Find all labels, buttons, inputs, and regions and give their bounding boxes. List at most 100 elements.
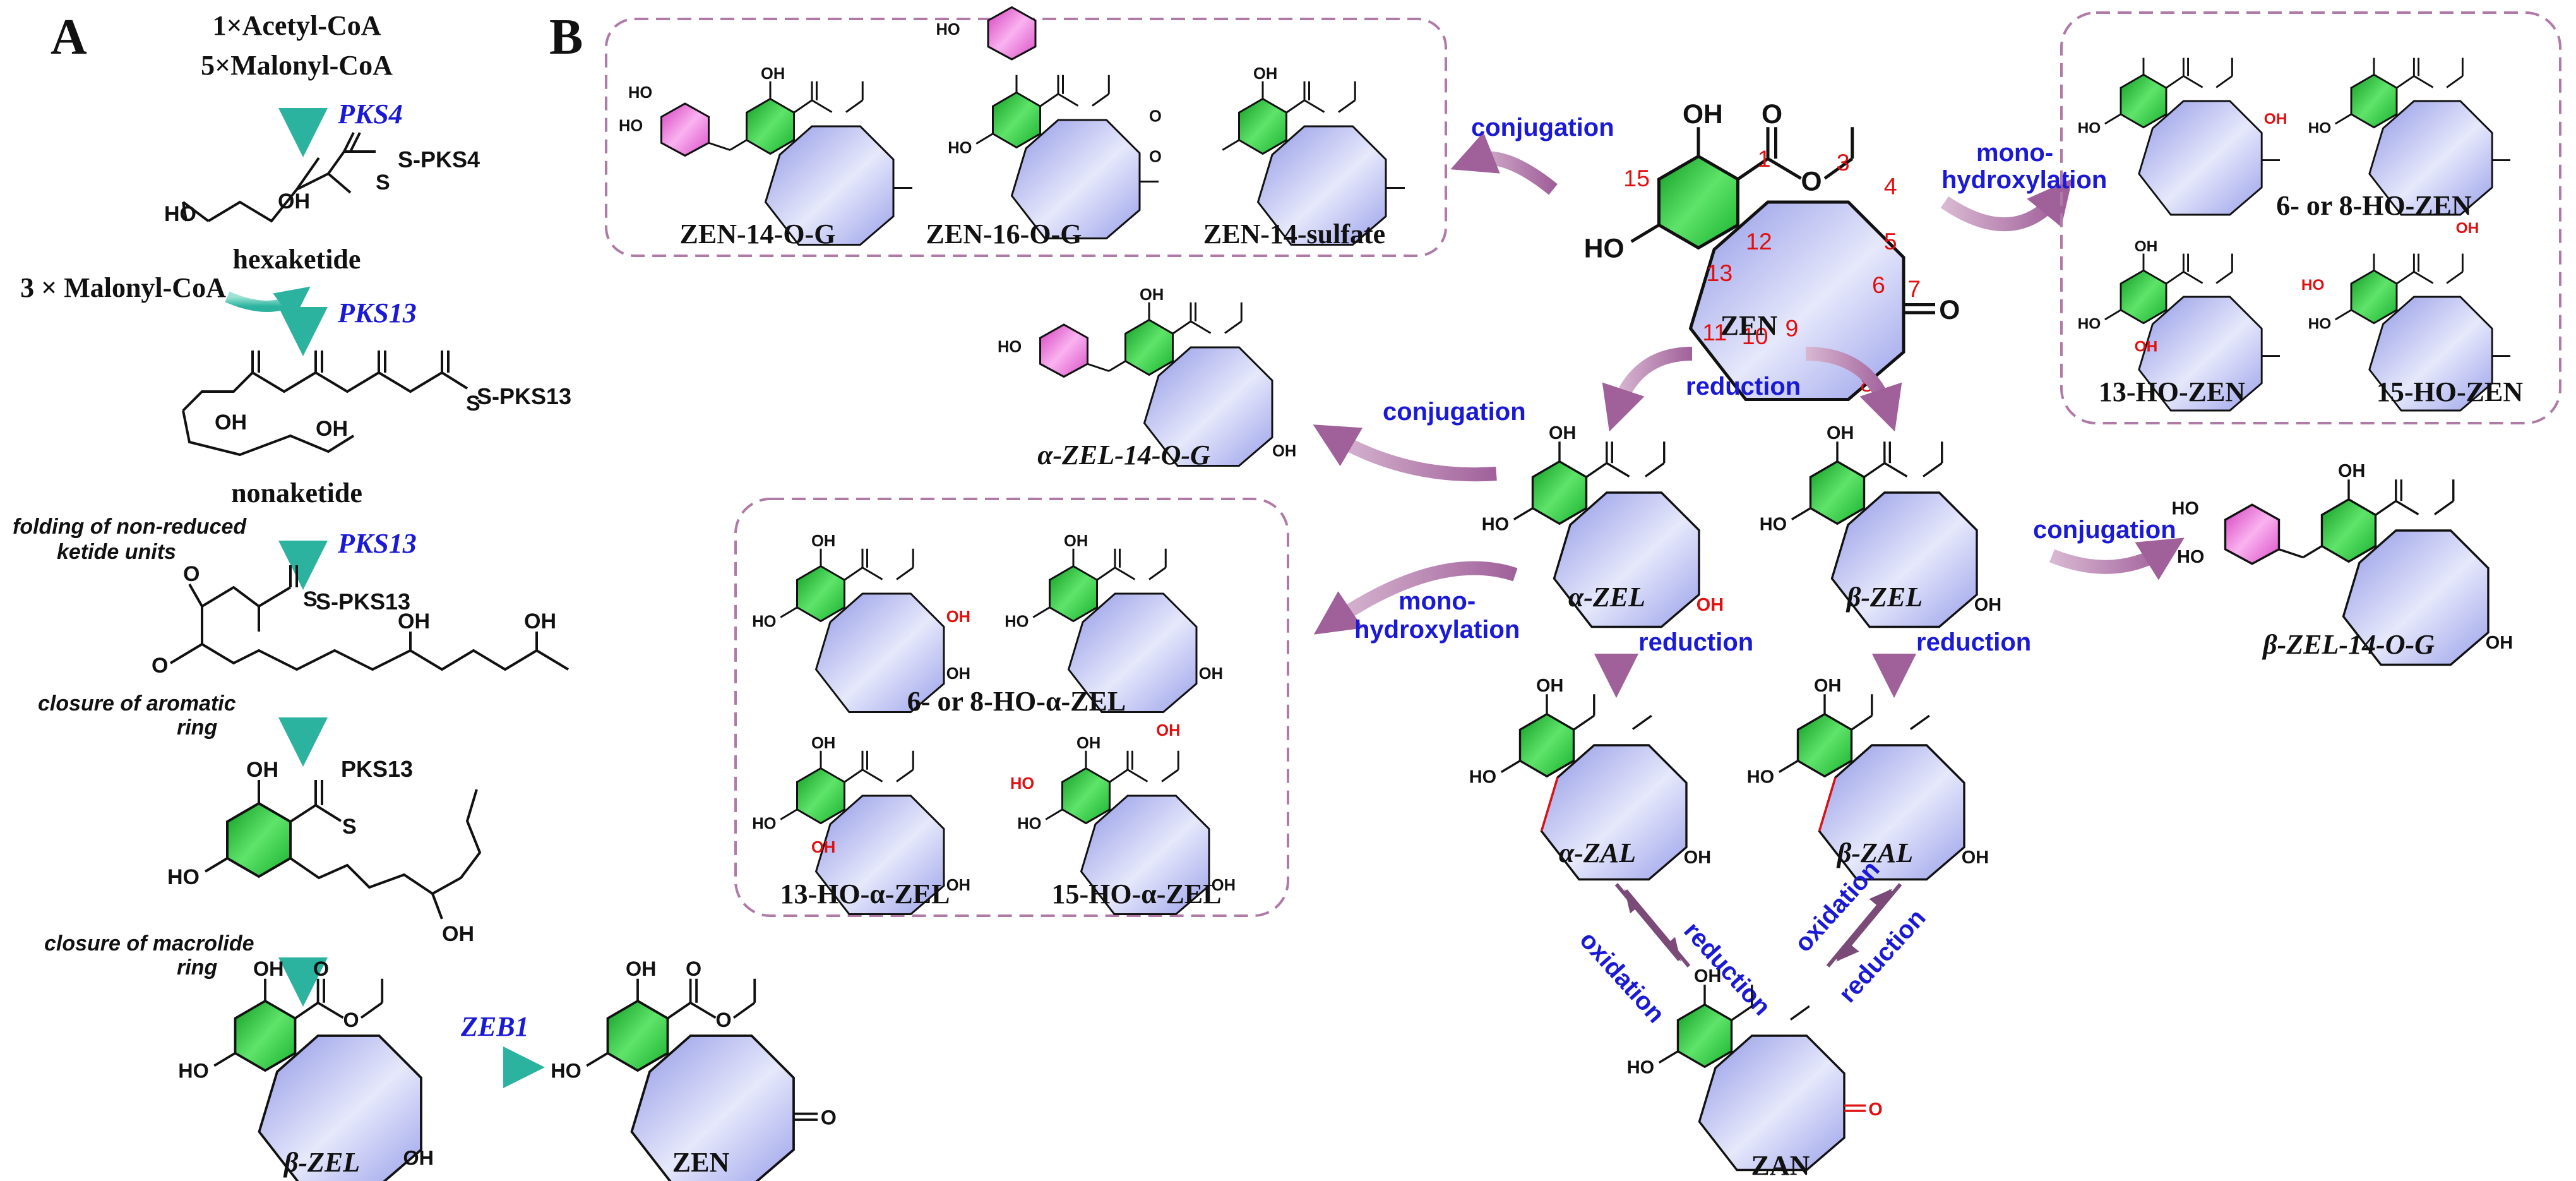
svg-text:S: S <box>376 171 390 195</box>
svg-text:O: O <box>1868 1100 1882 1120</box>
svg-text:OH: OH <box>1536 676 1563 696</box>
start-malonyl-coa: 5×Malonyl-CoA <box>201 50 393 81</box>
svg-text:OH: OH <box>1253 65 1277 83</box>
svg-text:4: 4 <box>1884 173 1897 200</box>
step-aromatic-l2: ring <box>177 716 217 740</box>
arrow-malonyl-join <box>225 286 311 321</box>
zen-14-sulfate-structure: OH O O <box>1149 65 1405 246</box>
svg-text:HO: HO <box>164 202 196 226</box>
svg-text:HO: HO <box>2078 315 2101 332</box>
arrow-reduction-to-bzel <box>1805 347 1902 432</box>
azel-13-ho-label: 13-HO-α-ZEL <box>780 878 950 909</box>
bzel-label: β-ZEL <box>1846 582 1923 613</box>
svg-text:OH: OH <box>811 734 835 752</box>
bzel-structure: OH HO OH <box>1760 423 2001 628</box>
azel-68-ho-structure-2: OH HO OH OH <box>1005 532 1223 740</box>
svg-text:OH: OH <box>246 758 278 782</box>
svg-text:OH: OH <box>2264 111 2287 128</box>
svg-text:OH: OH <box>1683 100 1723 129</box>
zen-14-sulfate-label: ZEN-14-sulfate <box>1203 219 1385 249</box>
svg-text:OH: OH <box>442 922 474 946</box>
svg-text:S: S <box>342 815 357 839</box>
nonaketide-label: nonaketide <box>231 477 362 508</box>
zen-68-ho-label: 6- or 8-HO-ZEN <box>2276 190 2472 221</box>
svg-text:HO: HO <box>1760 515 1787 535</box>
folded-polyketide-structure: O O S OH OH S-PKS13 <box>152 562 569 678</box>
svg-text:HO: HO <box>2301 277 2325 294</box>
svg-text:OH: OH <box>811 839 835 856</box>
svg-text:OH: OH <box>398 609 430 633</box>
svg-text:OH: OH <box>761 65 785 83</box>
svg-text:OH: OH <box>1140 286 1164 304</box>
panel-b-label: B <box>549 9 583 65</box>
enzyme-zeb1: ZEB1 <box>460 1011 529 1042</box>
malonyl-coa-3x: 3 × Malonyl-CoA <box>20 272 226 303</box>
step-aromatic-l1: closure of aromatic <box>38 692 236 716</box>
hexaketide-structure: OH S HO S-PKS4 <box>164 132 480 226</box>
svg-text:HO: HO <box>1469 767 1496 788</box>
azal-label: α-ZAL <box>1559 837 1636 868</box>
azel-68-ho-label: 6- or 8-HO-α-ZEL <box>907 686 1126 717</box>
svg-text:HO: HO <box>2308 119 2332 136</box>
rx-mono-hydroxylation-1-l1: mono- <box>1976 139 2053 167</box>
svg-text:O: O <box>1762 100 1782 129</box>
step-macrolide-l1: closure of macrolide <box>44 932 254 956</box>
azal-structure: OH HO OH <box>1469 676 1711 881</box>
svg-text:HO: HO <box>2172 499 2199 519</box>
azel-14-o-g-label: α-ZEL-14-O-G <box>1037 440 1210 471</box>
svg-text:O: O <box>686 957 701 980</box>
zen-16-o-g-label: ZEN-16-O-G <box>926 219 1082 249</box>
aromatic-intermediate-structure: OH HO S PKS13 OH <box>167 756 482 946</box>
zen-label-a: ZEN <box>672 1147 730 1178</box>
svg-text:OH: OH <box>2338 461 2365 481</box>
svg-text:O: O <box>1939 296 1960 325</box>
equilibrium-azal-zan: reduction oxidation <box>1574 883 1776 1029</box>
nonaketide-structure: OH OH S S-PKS13 <box>182 351 571 457</box>
svg-text:OH: OH <box>1827 423 1854 443</box>
rx-oxidation-zal-a: oxidation <box>1574 926 1670 1029</box>
svg-text:OH: OH <box>626 957 656 980</box>
svg-text:OH: OH <box>524 609 556 633</box>
svg-text:OH: OH <box>215 411 247 435</box>
svg-text:O: O <box>1801 167 1822 196</box>
rx-reduction-top: reduction <box>1686 373 1801 400</box>
panel-a-label: A <box>51 9 87 65</box>
svg-text:HO: HO <box>551 1060 581 1082</box>
start-acetyl-coa: 1×Acetyl-CoA <box>213 10 381 41</box>
arrow-conjugation-zen <box>1450 132 1558 195</box>
azel-structure: OH HO OH <box>1482 423 1724 628</box>
panel-a: A 1×Acetyl-CoA 5×Malonyl-CoA PKS4 OH S H… <box>13 9 837 1181</box>
zen-6-8-ho-structure-2: HO OH <box>2308 57 2510 237</box>
svg-text:9: 9 <box>1786 315 1799 342</box>
svg-text:HO: HO <box>1005 613 1029 631</box>
zen-16-o-g-structure: HO HO <box>936 6 1159 239</box>
rx-reduction-b: reduction <box>1916 628 2031 656</box>
svg-text:OH: OH <box>946 665 970 683</box>
svg-text:HO: HO <box>1747 767 1774 788</box>
panel-b: B OH HO HO ZEN-14-O-G HO HO ZEN-16-O-G O… <box>549 6 2561 1181</box>
azel-68-ho-structure-1: OH HO OH OH <box>752 532 970 713</box>
svg-text:O: O <box>343 1009 359 1031</box>
rx-oxidation-zal-b: oxidation <box>1789 855 1885 957</box>
svg-text:O: O <box>313 957 329 980</box>
svg-text:OH: OH <box>1696 595 1724 615</box>
zen-structure-center: OH HO O O O 1 3 4 5 6 7 8 9 10 11 12 13 … <box>1584 100 1960 400</box>
svg-text:HO: HO <box>752 613 776 631</box>
svg-text:O: O <box>821 1106 837 1129</box>
svg-text:6: 6 <box>1872 272 1885 298</box>
svg-text:7: 7 <box>1907 275 1921 302</box>
svg-text:HO: HO <box>998 339 1022 356</box>
folded-thioester: S-PKS13 <box>316 589 410 614</box>
rx-mono-hydroxylation-2-l1: mono- <box>1398 587 1476 615</box>
svg-text:10: 10 <box>1742 323 1768 349</box>
svg-text:HO: HO <box>1627 1058 1654 1078</box>
svg-text:OH: OH <box>1962 848 1989 868</box>
rx-reduction-zal-a: reduction <box>1678 917 1776 1021</box>
svg-text:15: 15 <box>1623 165 1650 191</box>
svg-text:OH: OH <box>811 532 835 550</box>
svg-text:3: 3 <box>1837 149 1850 176</box>
rx-conjugation-1: conjugation <box>1471 114 1614 141</box>
zen-6-8-ho-structure-1: HO OH <box>2078 57 2287 216</box>
svg-text:O: O <box>716 1009 732 1031</box>
rx-reduction-a: reduction <box>1638 628 1753 656</box>
